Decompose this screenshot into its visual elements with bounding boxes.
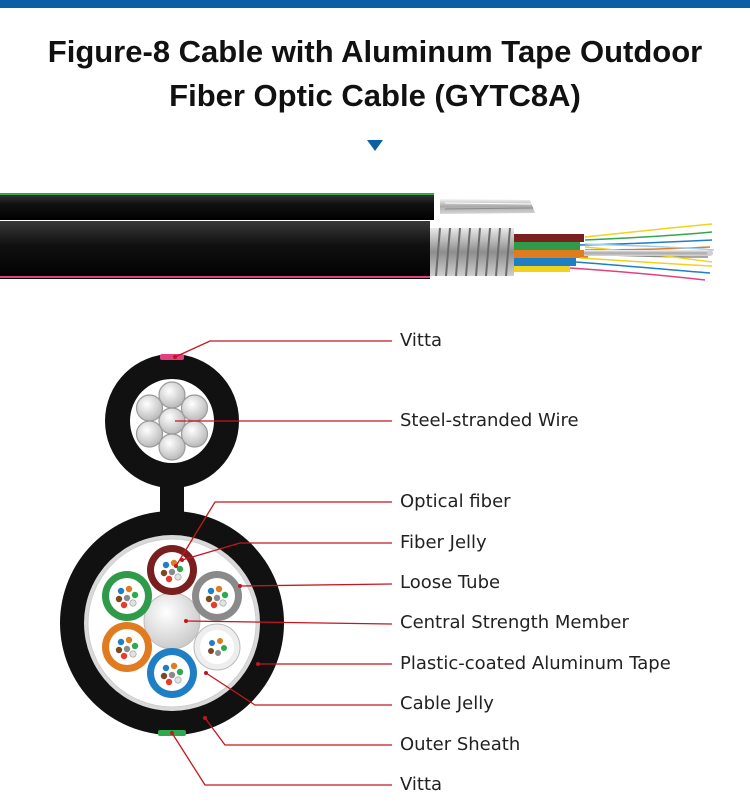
label-aluminum-tape: Plastic-coated Aluminum Tape — [400, 653, 671, 674]
cable-cross-section — [60, 354, 284, 736]
side-central-member — [584, 250, 710, 256]
leader-vitta-bottom — [171, 732, 392, 786]
title-line-2: Fiber Optic Cable (GYTC8A) — [169, 78, 581, 113]
label-outer-sheath: Outer Sheath — [400, 734, 521, 755]
label-steel-stranded-wire: Steel-stranded Wire — [400, 410, 579, 431]
messenger-steel-wire — [440, 199, 535, 214]
title-line-1: Figure-8 Cable with Aluminum Tape Outdoo… — [47, 34, 703, 69]
label-vitta-top: Vitta — [400, 330, 443, 351]
label-vitta-bottom: Vitta — [400, 774, 443, 795]
messenger-sheath — [0, 193, 434, 220]
down-arrow-icon — [367, 140, 383, 151]
label-fiber-jelly: Fiber Jelly — [400, 532, 487, 553]
main-sheath — [0, 221, 430, 279]
loose-tube-white — [193, 623, 241, 671]
label-central-strength-member: Central Strength Member — [400, 612, 629, 633]
label-loose-tube: Loose Tube — [400, 572, 501, 593]
side-tube-orange — [514, 250, 588, 258]
page-title: Figure-8 Cable with Aluminum Tape Outdoo… — [0, 30, 750, 118]
side-tube-blue — [514, 258, 576, 266]
aluminum-tape — [430, 228, 514, 276]
label-optical-fiber: Optical fiber — [400, 491, 511, 512]
leader-vitta-top — [174, 340, 392, 358]
leader-lines — [171, 340, 393, 786]
top-accent-bar — [0, 0, 750, 8]
label-cable-jelly: Cable Jelly — [400, 693, 494, 714]
cable-side-view — [0, 193, 715, 281]
leader-central-member — [185, 620, 393, 625]
leader-fiber-jelly — [181, 542, 392, 561]
leader-cable-jelly — [205, 672, 392, 706]
leader-optical-fiber — [175, 501, 392, 567]
leader-loose-tube — [239, 583, 393, 587]
leader-outer-sheath — [204, 717, 392, 746]
leader-dots — [170, 355, 260, 735]
side-tube-yellow — [514, 266, 570, 272]
side-tube-brown — [514, 234, 584, 242]
side-tube-green — [514, 242, 580, 250]
